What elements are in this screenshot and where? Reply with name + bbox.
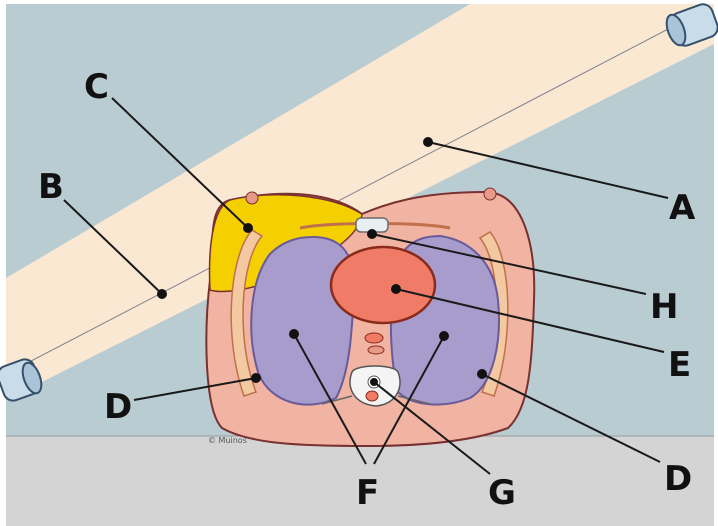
lung-left — [251, 237, 354, 405]
dot-h — [367, 229, 377, 239]
dot-c — [243, 223, 253, 233]
dot-d-left — [251, 373, 261, 383]
aorta — [365, 333, 383, 343]
dot-e — [391, 284, 401, 294]
credit-text: © Muinos — [208, 436, 247, 445]
heart — [331, 247, 435, 323]
nipple-right — [484, 188, 496, 200]
label-e: E — [668, 345, 691, 385]
label-c: C — [84, 67, 109, 107]
label-f: F — [356, 473, 379, 513]
dot-a — [423, 137, 433, 147]
dot-f-right — [439, 331, 449, 341]
dot-f-left — [289, 329, 299, 339]
nipple-left — [246, 192, 258, 204]
esophagus — [368, 346, 384, 354]
label-b: B — [38, 167, 64, 207]
dot-b — [157, 289, 167, 299]
label-h: H — [650, 287, 678, 327]
label-d-right: D — [664, 459, 692, 499]
label-d-left: D — [104, 387, 132, 427]
dot-d-right — [477, 369, 487, 379]
label-g: G — [488, 473, 516, 513]
label-a: A — [669, 188, 696, 228]
dot-g — [370, 378, 378, 386]
